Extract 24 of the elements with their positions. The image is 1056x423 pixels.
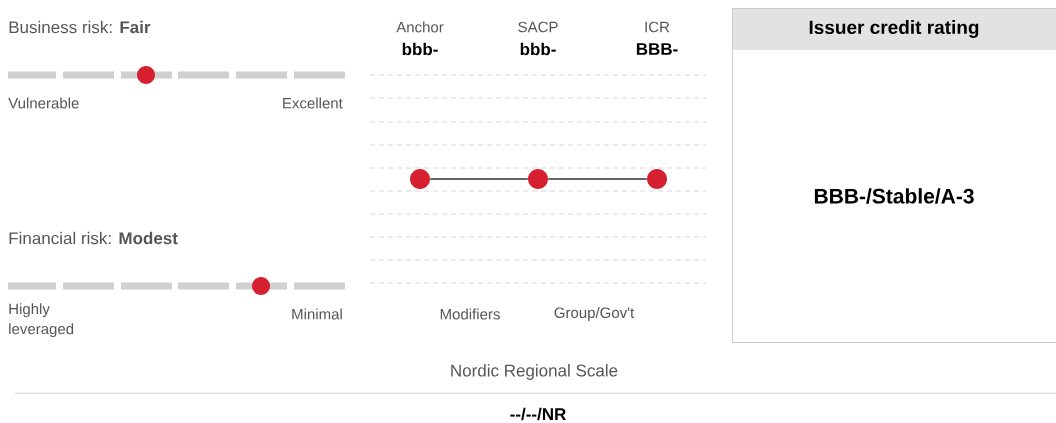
column-heading: ICR [645,21,670,33]
rating-value: bbb- [402,42,438,56]
rating-dot [528,169,548,189]
rating-value: bbb- [520,42,556,56]
scale-caption: Nordic Regional Scale [451,364,618,380]
scale-end-label: Excellent [283,97,343,109]
connector-line [429,178,529,180]
rating-dot [410,169,430,189]
column-heading: Anchor [396,21,444,33]
connector-line [547,178,648,180]
rating-panel: Issuer credit rating BBB-/Stable/A-3 [732,8,1056,343]
scale-end-label: Minimal [292,308,342,320]
regional-rating: --/--/NR [510,407,566,421]
adjustment-label: Modifiers [440,308,500,320]
rating-dot [647,169,667,189]
risk-heading: Financial risk: Modest [9,231,178,245]
slider-dot [252,277,270,295]
column-heading: SACP [518,21,558,33]
slider-dot [137,66,155,84]
risk-heading: Business risk: Fair [9,20,151,34]
scale-end-label: Vulnerable [8,97,79,109]
rating-value: BBB- [636,43,678,55]
scale-end-label: Highly leveraged [9,303,74,338]
adjustment-label: Group/Gov't [554,307,635,321]
